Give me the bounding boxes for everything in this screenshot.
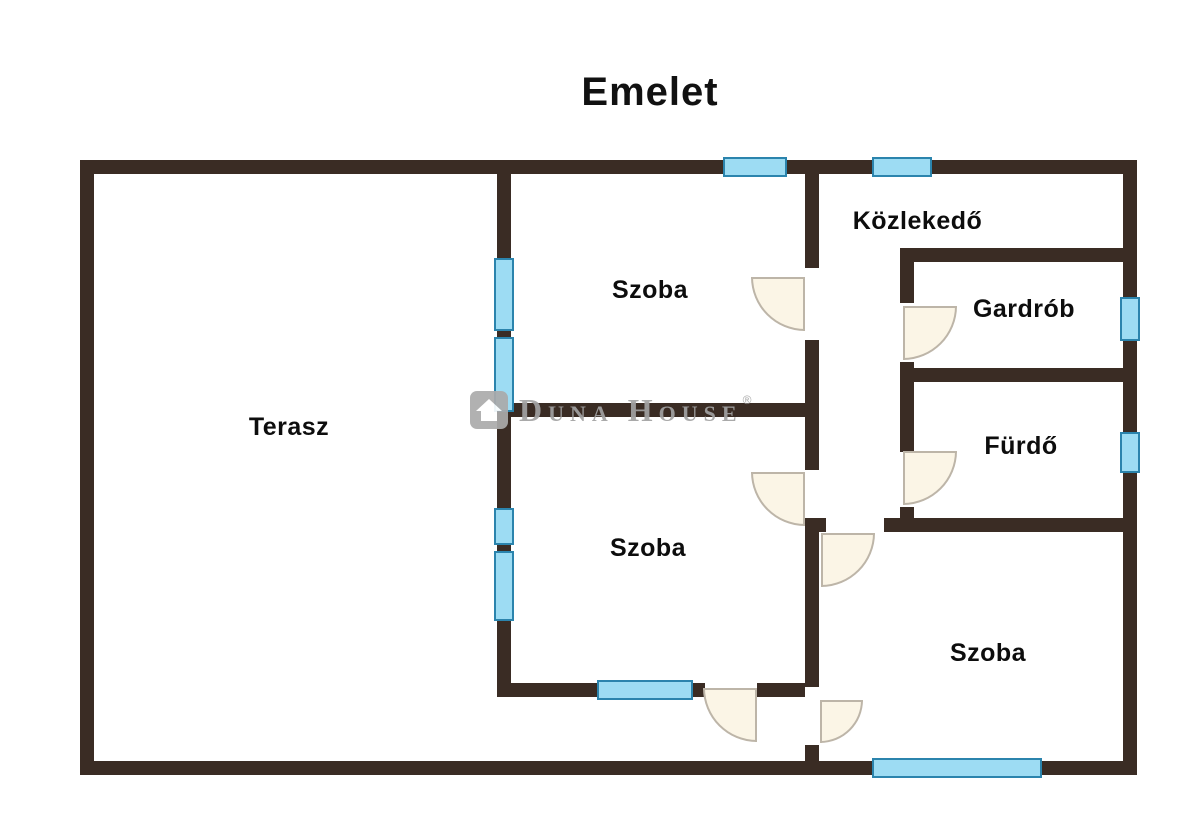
room-label-szoba-middle: Szoba bbox=[609, 534, 687, 562]
wall-corridor-left-2 bbox=[805, 340, 819, 470]
window-bottom bbox=[872, 758, 1042, 778]
wall-outer-left bbox=[80, 160, 94, 775]
room-label-szoba-top: Szoba bbox=[611, 276, 689, 304]
room-label-kozlekedo: Közlekedő bbox=[852, 207, 983, 235]
window-right-furdo bbox=[1120, 432, 1140, 473]
wall-szoba-bottom-2 bbox=[693, 683, 705, 697]
window-top-1 bbox=[723, 157, 787, 177]
door-swing-szoba-middle bbox=[751, 472, 805, 526]
door-swing-bottom-left bbox=[703, 688, 757, 742]
wall-szoba-bottom-1 bbox=[497, 683, 597, 697]
wall-terasz-divider-lower bbox=[497, 621, 511, 697]
wall-corridor-left-3 bbox=[805, 532, 819, 687]
door-swing-szoba-right bbox=[821, 533, 875, 587]
watermark-brand-text: Duna House bbox=[519, 392, 743, 428]
wall-window-mullion-2 bbox=[497, 545, 511, 551]
window-szoba-bottom bbox=[597, 680, 693, 700]
wall-szoba-divider bbox=[497, 403, 819, 417]
wall-terasz-divider-middle bbox=[497, 412, 511, 508]
door-swing-szoba-top bbox=[751, 277, 805, 331]
page-title: Emelet bbox=[581, 70, 719, 114]
room-label-furdo: Fürdő bbox=[984, 432, 1058, 460]
wall-window-mullion-1 bbox=[497, 331, 511, 337]
wall-szoba-bottom-3 bbox=[757, 683, 805, 697]
window-terasz-3 bbox=[494, 508, 514, 545]
wall-corridor-left-1 bbox=[805, 160, 819, 268]
window-terasz-4 bbox=[494, 551, 514, 621]
wall-outer-top bbox=[80, 160, 1137, 174]
room-label-szoba-right: Szoba bbox=[949, 639, 1027, 667]
watermark-registered-mark: ® bbox=[742, 393, 752, 407]
door-swing-bottom-right bbox=[820, 700, 863, 743]
window-terasz-1 bbox=[494, 258, 514, 331]
window-top-2 bbox=[872, 157, 932, 177]
door-swing-furdo bbox=[903, 451, 957, 505]
wall-gardrob-left-1 bbox=[900, 248, 914, 303]
watermark: Duna House ® bbox=[470, 391, 751, 429]
room-label-gardrob: Gardrób bbox=[972, 295, 1076, 323]
window-right-gardrob bbox=[1120, 297, 1140, 341]
room-label-terasz: Terasz bbox=[248, 413, 330, 441]
wall-terasz-divider-upper bbox=[497, 160, 511, 258]
duna-house-logo-icon bbox=[470, 391, 508, 429]
wall-gardrob-left-2 bbox=[900, 362, 914, 452]
door-swing-gardrob bbox=[903, 306, 957, 360]
wall-szoba-right-top-1 bbox=[805, 518, 826, 532]
wall-gardrob-top bbox=[900, 248, 1137, 262]
wall-corridor-left-4 bbox=[805, 745, 819, 775]
wall-gardrob-furdo-divider bbox=[900, 368, 1137, 382]
wall-szoba-right-top-2 bbox=[884, 518, 1137, 532]
